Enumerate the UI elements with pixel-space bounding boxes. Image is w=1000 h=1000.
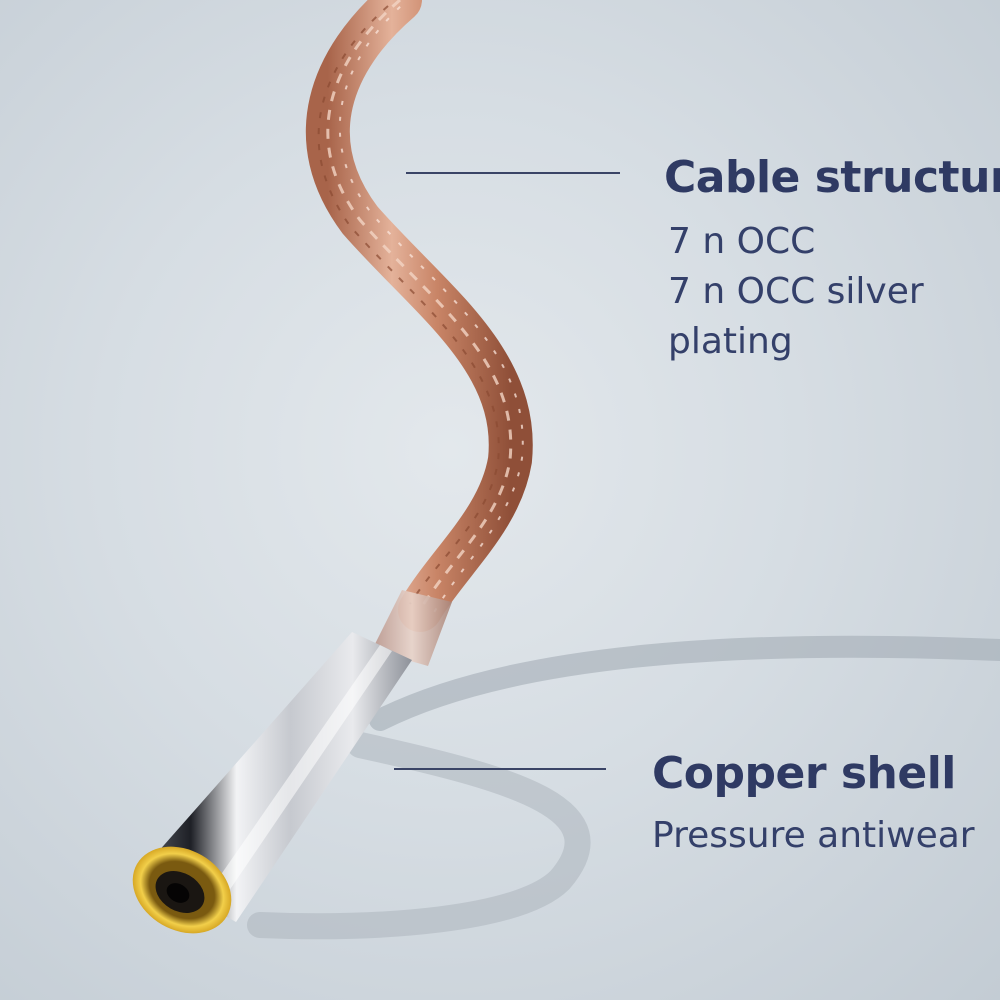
cable (305, 0, 533, 632)
cable-structure-line-3: plating (668, 321, 793, 362)
cable-sleeve (372, 590, 452, 666)
jack-opening-inner (166, 883, 190, 903)
cable-structure-title: Cable structure (664, 152, 1000, 203)
cable-structure-leader-line (406, 172, 620, 174)
cable-shadow-lower (247, 732, 591, 940)
jack-shell-highlight (202, 645, 392, 910)
cable-shadow (369, 635, 1000, 731)
copper-shell-line-1: Pressure antiwear (652, 815, 975, 856)
cable-structure-line-1: 7 n OCC (668, 221, 816, 262)
cable-structure-line-2: 7 n OCC silver (668, 271, 924, 312)
copper-shell-title: Copper shell (652, 748, 956, 799)
cable-braid-a (326, 0, 513, 611)
copper-shell-leader-line (394, 768, 606, 770)
